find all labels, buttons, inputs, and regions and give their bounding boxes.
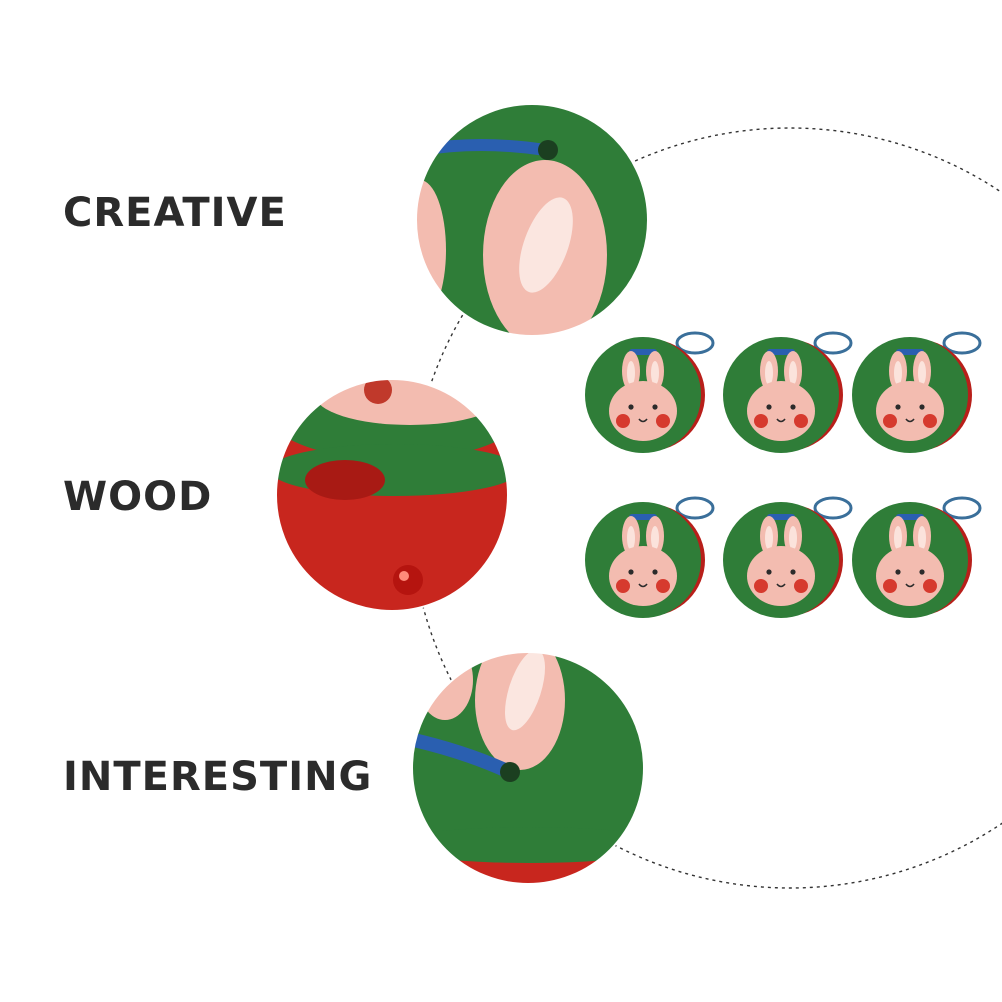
feature-label-creative: CREATIVE [63, 190, 287, 236]
detail-circle-creative [415, 103, 649, 337]
dashed-guide-ring [409, 127, 1002, 889]
detail-circle-interesting [411, 651, 645, 885]
detail-circle-wood [275, 378, 509, 612]
feature-label-interesting: INTERESTING [63, 754, 373, 800]
rabbit-castanet-icon [721, 496, 853, 620]
rabbit-castanet-icon [850, 331, 982, 455]
rabbit-castanet-icon [583, 496, 715, 620]
rabbit-castanet-icon [721, 331, 853, 455]
rabbit-castanet-icon [583, 331, 715, 455]
product-grid [583, 331, 982, 620]
feature-label-wood: WOOD [63, 474, 213, 520]
rabbit-castanet-icon [850, 496, 982, 620]
